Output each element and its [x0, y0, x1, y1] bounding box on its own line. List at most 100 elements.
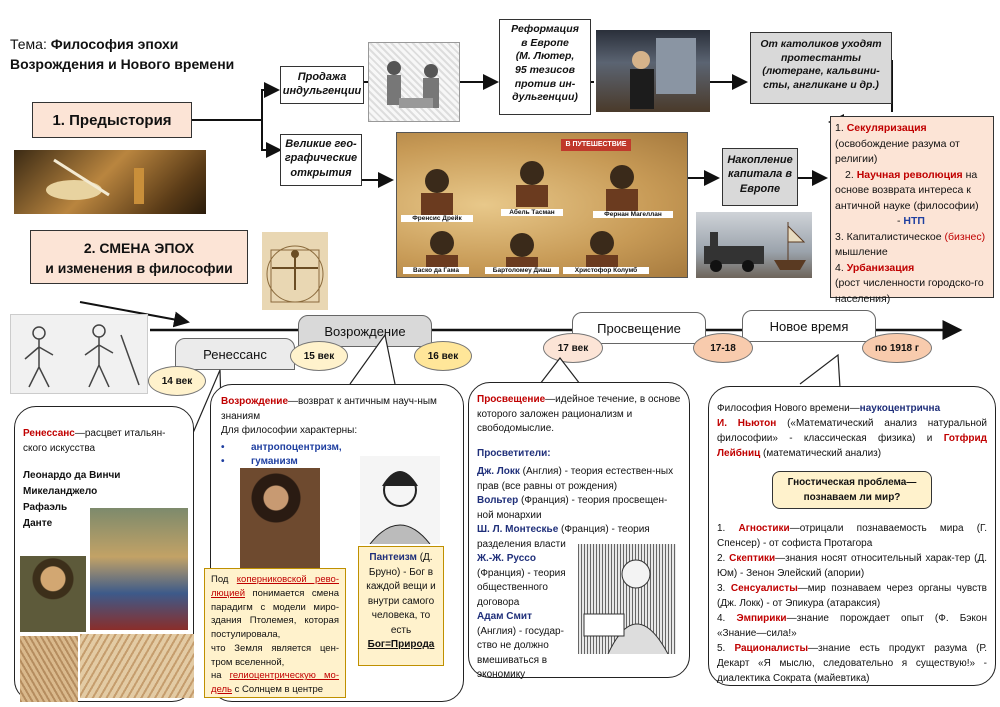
pantheism-box: Пантеизм (Д. Бруно) - Бог в каждой вещи … [358, 546, 444, 666]
reformation-l1: Реформация [511, 23, 579, 35]
reformation-l6: дульгенции) [512, 91, 578, 104]
school-num: 5. [717, 643, 735, 654]
consequence-1-text: (освобождение разума от религии) [835, 137, 960, 166]
century-14-badge: 14 век [148, 366, 206, 396]
school-text: —мир познаваем через органы чувств (Дж. … [717, 583, 987, 609]
copernican-t2: понимается смена парадигм с модели миро-… [211, 587, 339, 641]
tab-renaissance: Ренессанс [175, 338, 295, 370]
enlightenment-term: Просвещение [477, 394, 546, 405]
protestants-l1: От католиков уходят [760, 38, 882, 50]
leonardo-portrait-image [20, 636, 78, 702]
change-epochs-box: 2. СМЕНА ЭПОХ и изменения в философии [30, 230, 248, 284]
bullet-dot: • [221, 456, 225, 467]
century-16-badge: 16 век [414, 341, 472, 371]
mona-lisa-image [20, 556, 86, 632]
protestants-box: От католиков уходят протестанты (лютеран… [750, 32, 892, 104]
voltaire-engraving-image [578, 544, 676, 654]
discoveries-line1: Великие гео- [285, 138, 357, 150]
topic-title-line1: Философия эпохи [50, 36, 179, 52]
school-text: —знание есть продукт разума (Р. Декарт «… [717, 643, 987, 684]
change-line2: и изменения в философии [45, 260, 233, 277]
reformation-l4: 95 тезисов [514, 63, 575, 76]
indulgence-engraving-image [368, 42, 460, 122]
quill-still-life-image [14, 150, 206, 214]
renaissance-term: Ренессанс [23, 428, 75, 439]
protestants-l3: (лютеране, кальвини- [762, 65, 880, 78]
artist-item: Леонардо да Винчи [23, 470, 121, 481]
copernican-key2: гелиоцентрическую мо-дель [211, 670, 340, 696]
explorers-map-image: В ПУТЕШЕСТВИЕ Френсис Дрейк Абель Тасман… [396, 132, 688, 278]
indulgences-box: Продажа индульгенции [280, 66, 364, 104]
capital-l2: капитала в [728, 168, 792, 181]
school-num: 3. [717, 583, 731, 594]
copernican-key: коперниковской рево-люцией [211, 574, 339, 599]
protestants-l4: сты, англикане и др.) [763, 78, 879, 91]
enlightener-text: (Англия) - теория естествен-ных прав (вс… [477, 466, 674, 492]
flying-machine-sketch-image [80, 634, 194, 698]
newton-text: («Математический анализ натуральной фило… [717, 418, 987, 444]
reformation-l2: в Европе [521, 36, 569, 49]
topic-title-line2: Возрождения и Нового времени [10, 56, 235, 73]
leibniz-name: Готфрид Лейбниц [717, 433, 987, 459]
century-1718-badge: 17-18 [693, 333, 753, 363]
enlightener-text: (Франция) - теория просвещен-ной монархи… [477, 495, 668, 521]
enlightenment-def: —идейное течение, в основе которого зало… [477, 394, 681, 434]
change-line1: 2. СМЕНА ЭПОХ [83, 240, 195, 256]
problem-line2: познаваем ли мир? [803, 492, 901, 503]
indulgences-line2: индульгенции [282, 85, 362, 98]
prehistory-box: 1. Предыстория [32, 102, 192, 138]
consequence-1-num: 1. [835, 122, 847, 134]
reformation-l5: против ин- [514, 77, 576, 90]
gnostic-problem-box: Гностическая проблема— познаваем ли мир? [772, 471, 932, 509]
consequence-4-num: 4. [835, 261, 847, 274]
reformation-box: Реформация в Европе (М. Лютер, 95 тезисо… [499, 19, 591, 115]
capital-l1: Накопление [727, 154, 793, 166]
revival-intro: Для философии характерны: [221, 425, 358, 436]
discoveries-line2: графические [284, 152, 358, 165]
century-15-badge: 15 век [290, 341, 348, 371]
new-time-callout: Философия Нового времени—наукоцентрична … [708, 386, 996, 686]
consequence-2-ntp: НТП [903, 215, 925, 228]
copernican-t3: что Земля является цен-тром вселенной, [211, 642, 339, 668]
school-num: 4. [717, 613, 737, 624]
reformation-l3: (М. Лютер, [515, 50, 575, 63]
enlightener-name: Адам Смит [477, 611, 532, 622]
school-rationalists: Рационалисты [734, 643, 809, 654]
luther-painting-image [596, 30, 710, 112]
copernican-t1: Под [211, 574, 237, 585]
protestants-l2: протестанты [780, 51, 862, 64]
consequence-3-text: 3. Капиталистическое [835, 230, 945, 243]
pantheism-formula: Бог=Природа [367, 639, 435, 650]
consequence-4-key: Урбанизация [846, 261, 915, 274]
pantheism-key: Пантеизм [369, 552, 417, 563]
school-skeptics: Скептики [729, 553, 776, 564]
newtime-intro: Философия Нового времени— [717, 403, 860, 414]
consequence-1-key: Секуляризация [846, 122, 927, 134]
copernican-t4: на [211, 670, 230, 682]
school-sensualists: Сенсуалисты [730, 583, 798, 594]
enlightener-text: (Франция) - теория общественного договор… [477, 567, 566, 608]
enlightener-name: Ш. Л. Монтескье [477, 524, 559, 535]
explorer-name: Фернан Магеллан [593, 211, 673, 218]
capital-l3: Европе [739, 182, 781, 195]
capital-box: Накопление капитала в Европе [722, 148, 798, 206]
consequences-box: 1. Секуляризация (освобождение разума от… [830, 116, 994, 305]
enlightener-name: Дж. Локк [477, 466, 520, 477]
century-17-badge: 17 век [543, 333, 603, 363]
train-ship-image [696, 212, 812, 278]
topic-title: Тема: Философия эпохи Возрождения и Ново… [10, 34, 234, 75]
leibniz-text: (математический анализ) [760, 448, 882, 459]
copernican-t5: с Солнцем в центре [232, 684, 324, 696]
copernicus-portrait-image [240, 468, 320, 568]
enlighteners-heading: Просветители: [477, 447, 551, 459]
school-num: 2. [717, 553, 730, 564]
school-num: 1. [717, 523, 739, 534]
school-text: —знание порождает опыт (Ф. Бэкон «Знание… [717, 613, 987, 639]
enlightener-text: (Франция) - теория разделения власти [477, 524, 650, 550]
discoveries-box: Великие гео- графические открытия [280, 134, 362, 186]
tab-new-time: Новое время [742, 310, 876, 342]
consequence-3-rest: мышление [835, 246, 888, 259]
bruno-portrait-image [360, 456, 440, 544]
school-agnostics: Агностики [738, 523, 790, 534]
sistine-madonna-image [90, 508, 188, 630]
